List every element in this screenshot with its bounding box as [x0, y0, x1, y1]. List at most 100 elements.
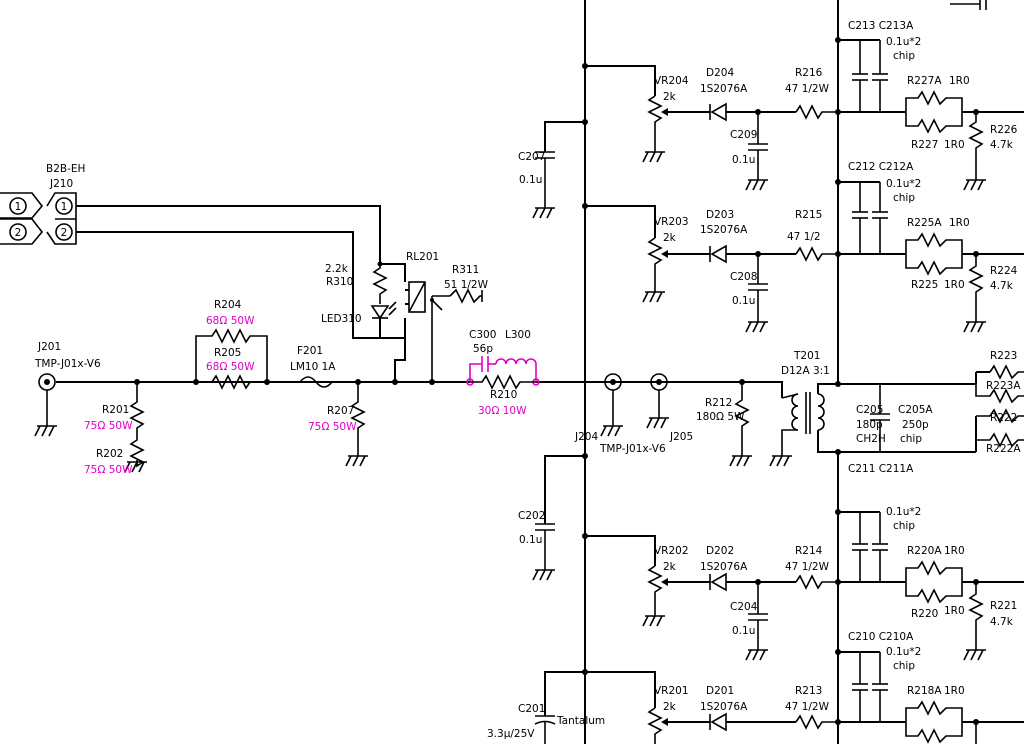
r215-value: 47 1/2 — [787, 231, 821, 243]
r223-label: R223 — [990, 350, 1017, 362]
r221-label: R221 — [990, 600, 1017, 612]
vr202-value: 2k — [663, 561, 677, 573]
vr204-value: 2k — [663, 91, 677, 103]
r205-label: R205 — [214, 347, 241, 359]
r225a-value: 1R0 — [949, 217, 970, 229]
b2b-eh-label: B2B-EH — [46, 163, 85, 175]
c204-value: 0.1u — [732, 625, 755, 637]
rl201-label: RL201 — [406, 251, 439, 263]
r210-label: R210 — [490, 389, 517, 401]
r224-value: 4.7k — [990, 280, 1014, 292]
c212-label: C212 C212A — [848, 161, 914, 173]
d202-label: D202 — [706, 545, 734, 557]
j210-label: J210 — [49, 178, 73, 190]
j201-type: TMP-J01x-V6 — [34, 358, 101, 370]
d202-type: 1S2076A — [700, 561, 748, 573]
vr201-label: VR201 — [654, 685, 689, 697]
c205-capacitors: C205 C205A 180p 250p CH2H chip — [835, 381, 933, 455]
t201-label: T201 — [793, 350, 820, 362]
led310-label: LED310 — [321, 313, 362, 325]
r225a-label: R225A — [907, 217, 942, 229]
f201-value: LM10 1A — [290, 361, 336, 373]
r207-resistor: R207 75Ω 50W — [308, 379, 368, 467]
vr202-label: VR202 — [654, 545, 689, 557]
c210-label: C210 C210A — [848, 631, 914, 643]
c205a-label: C205A — [898, 404, 933, 416]
c212-chip: chip — [893, 192, 915, 204]
vr204-label: VR204 — [654, 75, 689, 87]
r220-label: R220 — [911, 608, 938, 620]
r224-label: R224 — [990, 265, 1018, 277]
c210-value: 0.1u*2 — [886, 646, 921, 658]
d203-label: D203 — [706, 209, 734, 221]
r311-label: R311 — [452, 264, 479, 276]
j204-connector: J204 TMP-J01x-V6 — [574, 373, 666, 455]
c204-label: C204 — [730, 601, 758, 613]
r212-label: R212 — [705, 397, 732, 409]
c205-label: C205 — [856, 404, 883, 416]
r212-resistor: R212 180Ω 5W — [696, 379, 752, 467]
r311-resistor: R311 51 1/2W — [444, 264, 489, 304]
vr201-value: 2k — [663, 701, 677, 713]
t201-transformer: T201 D12A 3:1 — [742, 0, 839, 744]
d201-label: D201 — [706, 685, 734, 697]
r213-value: 47 1/2W — [785, 701, 830, 713]
block-c213: C213 C213A 0.1u*2 chip R227A 1R0 R227 1R… — [835, 0, 1024, 191]
tantalum-label: Tantalum — [556, 715, 605, 727]
r310-label: R310 — [326, 276, 353, 288]
r201-r202-resistors: R201 75Ω 50W R202 75Ω 50W — [84, 379, 147, 476]
c208-value: 0.1u — [732, 295, 755, 307]
r204-r205-resistors: R204 68Ω 50W R205 68Ω 50W — [193, 299, 270, 390]
r311-value: 51 1/2W — [444, 279, 489, 291]
r222a-label: R222A — [986, 443, 1021, 455]
pin1-right-label: 1 — [61, 201, 68, 213]
r216-label: R216 — [795, 67, 823, 79]
r215-label: R215 — [795, 209, 822, 221]
j210-connector: 1 2 1 2 B2B-EH J210 — [0, 163, 85, 245]
c201-capacitor: C201 Tantalum 3.3μ/25V — [487, 671, 605, 744]
d203-type: 1S2076A — [700, 224, 748, 236]
channel-vr204: VR204 2k D204 1S2076A R216 47 1/2W C209 … — [585, 65, 838, 191]
c209-value: 0.1u — [732, 154, 755, 166]
r216-value: 47 1/2W — [785, 83, 830, 95]
vr203-label: VR203 — [654, 216, 689, 228]
d201-type: 1S2076A — [700, 701, 748, 713]
r207-value: 75Ω 50W — [308, 421, 357, 433]
r201-value: 75Ω 50W — [84, 420, 133, 432]
pin2-left-label: 2 — [15, 227, 22, 239]
c210-chip: chip — [893, 660, 915, 672]
c211-value: 0.1u*2 — [886, 506, 921, 518]
d204-label: D204 — [706, 67, 734, 79]
j205-connector: J205 — [646, 373, 693, 443]
c201-label: C201 — [518, 703, 545, 715]
c300-label: C300 — [469, 329, 496, 341]
c212-value: 0.1u*2 — [886, 178, 921, 190]
channel-vr202: VR202 2k D202 1S2076A R214 47 1/2W C204 … — [585, 535, 838, 661]
c213-chip: chip — [893, 50, 915, 62]
c211-chip: chip — [893, 520, 915, 532]
c202-value: 0.1u — [519, 534, 542, 546]
r310-led310-branch: 2.2k R310 LED310 — [321, 261, 406, 339]
r220a-value: 1R0 — [944, 545, 965, 557]
r202-label: R202 — [96, 448, 123, 460]
channel-vr203: VR203 2k D203 1S2076A R215 47 1/2 C208 0… — [585, 205, 838, 333]
r227-value: 1R0 — [944, 139, 965, 151]
r218a-label: R218A — [907, 685, 942, 697]
c207-label: C207 — [518, 151, 545, 163]
r227a-value: 1R0 — [949, 75, 970, 87]
r212-value: 180Ω 5W — [696, 411, 745, 423]
j204-label: J204 — [574, 431, 598, 443]
c213-label: C213 C213A — [848, 20, 914, 32]
r207-label: R207 — [327, 405, 354, 417]
c202-capacitor: C202 0.1u — [518, 455, 585, 581]
r223a-label: R223A — [986, 380, 1021, 392]
c300-value: 56p — [473, 343, 493, 355]
c205-type: CH2H — [856, 433, 886, 445]
channel-vr201: VR201 2k D201 1S2076A R213 47 1/2W — [585, 671, 838, 744]
r226-value: 4.7k — [990, 139, 1014, 151]
r310-value: 2.2k — [325, 263, 349, 275]
j205-label: J205 — [669, 431, 693, 443]
r210-value: 30Ω 10W — [478, 405, 527, 417]
block-c212: C212 C212A 0.1u*2 chip R225A 1R0 R225 1R… — [835, 161, 1024, 333]
